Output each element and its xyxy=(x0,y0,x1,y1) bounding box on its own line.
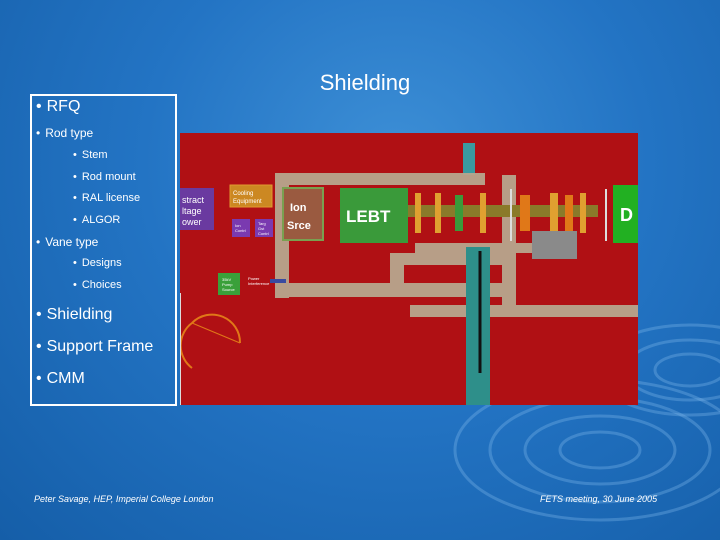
panel-label-1: Power xyxy=(248,276,260,281)
extract-power-block xyxy=(180,188,214,230)
small-blue-panel xyxy=(270,279,286,283)
diagnostics-box xyxy=(532,231,577,259)
svg-text:Gst: Gst xyxy=(258,226,265,231)
outline-item-rod-mount: •Rod mount xyxy=(73,171,136,183)
svg-text:Contrl: Contrl xyxy=(235,228,246,233)
svg-text:Pump: Pump xyxy=(222,282,233,287)
teal-column-top xyxy=(463,143,475,175)
svg-text:Targ: Targ xyxy=(258,221,266,226)
outline-item-cmm: •CMM xyxy=(36,370,85,387)
outline-item-algor: •ALGOR xyxy=(73,214,121,226)
outline-item-stem: •Stem xyxy=(73,149,108,161)
footer-author: Peter Savage, HEP, Imperial College Lond… xyxy=(34,494,214,504)
lebt-label: LEBT xyxy=(346,207,391,226)
d-block xyxy=(613,185,638,243)
outline-item-vane-type: •Vane type xyxy=(36,235,99,249)
footer-meeting: FETS meeting, 30 June 2005 xyxy=(540,494,658,504)
outline-item-shielding: •Shielding xyxy=(36,306,113,323)
lebt-block xyxy=(340,188,408,243)
extract-label-1: stract xyxy=(182,195,205,205)
door-arc-1 xyxy=(191,313,242,344)
ion-label-1: Ion xyxy=(290,202,307,214)
ion-source-block xyxy=(282,187,324,241)
outline-item-support-frame: •Support Frame xyxy=(36,338,154,355)
shielding-layout-diagram: stract ltage ower Cooling Equipment Ion … xyxy=(180,133,638,405)
pump-source-block xyxy=(218,273,240,295)
d-label: D xyxy=(620,205,633,225)
cooling-label-1: Cooling xyxy=(233,191,253,197)
outline-highlight-box xyxy=(30,94,177,406)
door-leaf-1 xyxy=(191,322,241,344)
extract-label-2: ltage xyxy=(182,206,202,216)
beam-line-components xyxy=(408,189,607,241)
extract-label-3: ower xyxy=(182,217,202,227)
outline-item-rfq: •RFQ xyxy=(36,98,81,115)
outline-item-rod-type: •Rod type xyxy=(36,126,94,140)
cooling-equipment-block xyxy=(229,184,273,208)
svg-text:Source: Source xyxy=(222,287,235,292)
outline-item-designs: •Designs xyxy=(73,257,122,269)
target-gas-control-box xyxy=(255,219,273,237)
ion-label-2: Srce xyxy=(287,220,311,232)
cooling-label-2: Equipment xyxy=(233,199,262,205)
outline-item-choices: •Choices xyxy=(73,279,122,291)
svg-text:Ion: Ion xyxy=(235,223,241,228)
outline-item-ral-license: •RAL license xyxy=(73,192,141,204)
svg-text:35kV: 35kV xyxy=(222,277,231,282)
panel-label-2: Interference xyxy=(248,281,270,286)
ion-control-box xyxy=(232,219,250,237)
teal-column xyxy=(466,247,490,405)
slide-title: Shielding xyxy=(319,70,411,95)
svg-text:Contrl: Contrl xyxy=(258,231,269,236)
